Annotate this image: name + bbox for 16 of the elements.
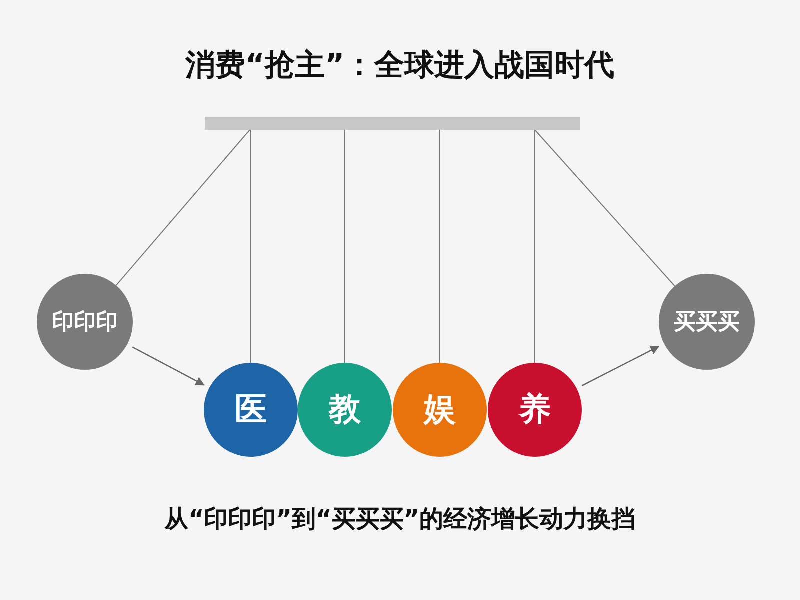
string-line [534, 130, 676, 287]
string-line [116, 130, 250, 286]
arrow [132, 346, 205, 386]
ball-label: 买买买 [674, 309, 740, 337]
ball-label: 医 [235, 389, 267, 430]
arrow [582, 346, 660, 386]
caption: 从“印印印”到“买买买”的经济增长动力换挡 [164, 505, 636, 533]
string-line [344, 130, 346, 364]
ball-label: 娱 [424, 389, 456, 430]
string-line [534, 130, 536, 364]
ball-label: 养 [519, 389, 551, 430]
hanging-bar [205, 117, 580, 130]
title: 消费“抢主”：全球进入战国时代 [185, 48, 615, 83]
string-line [250, 130, 252, 364]
ball-label: 教 [329, 389, 361, 430]
ball-label: 印印印 [52, 309, 118, 337]
